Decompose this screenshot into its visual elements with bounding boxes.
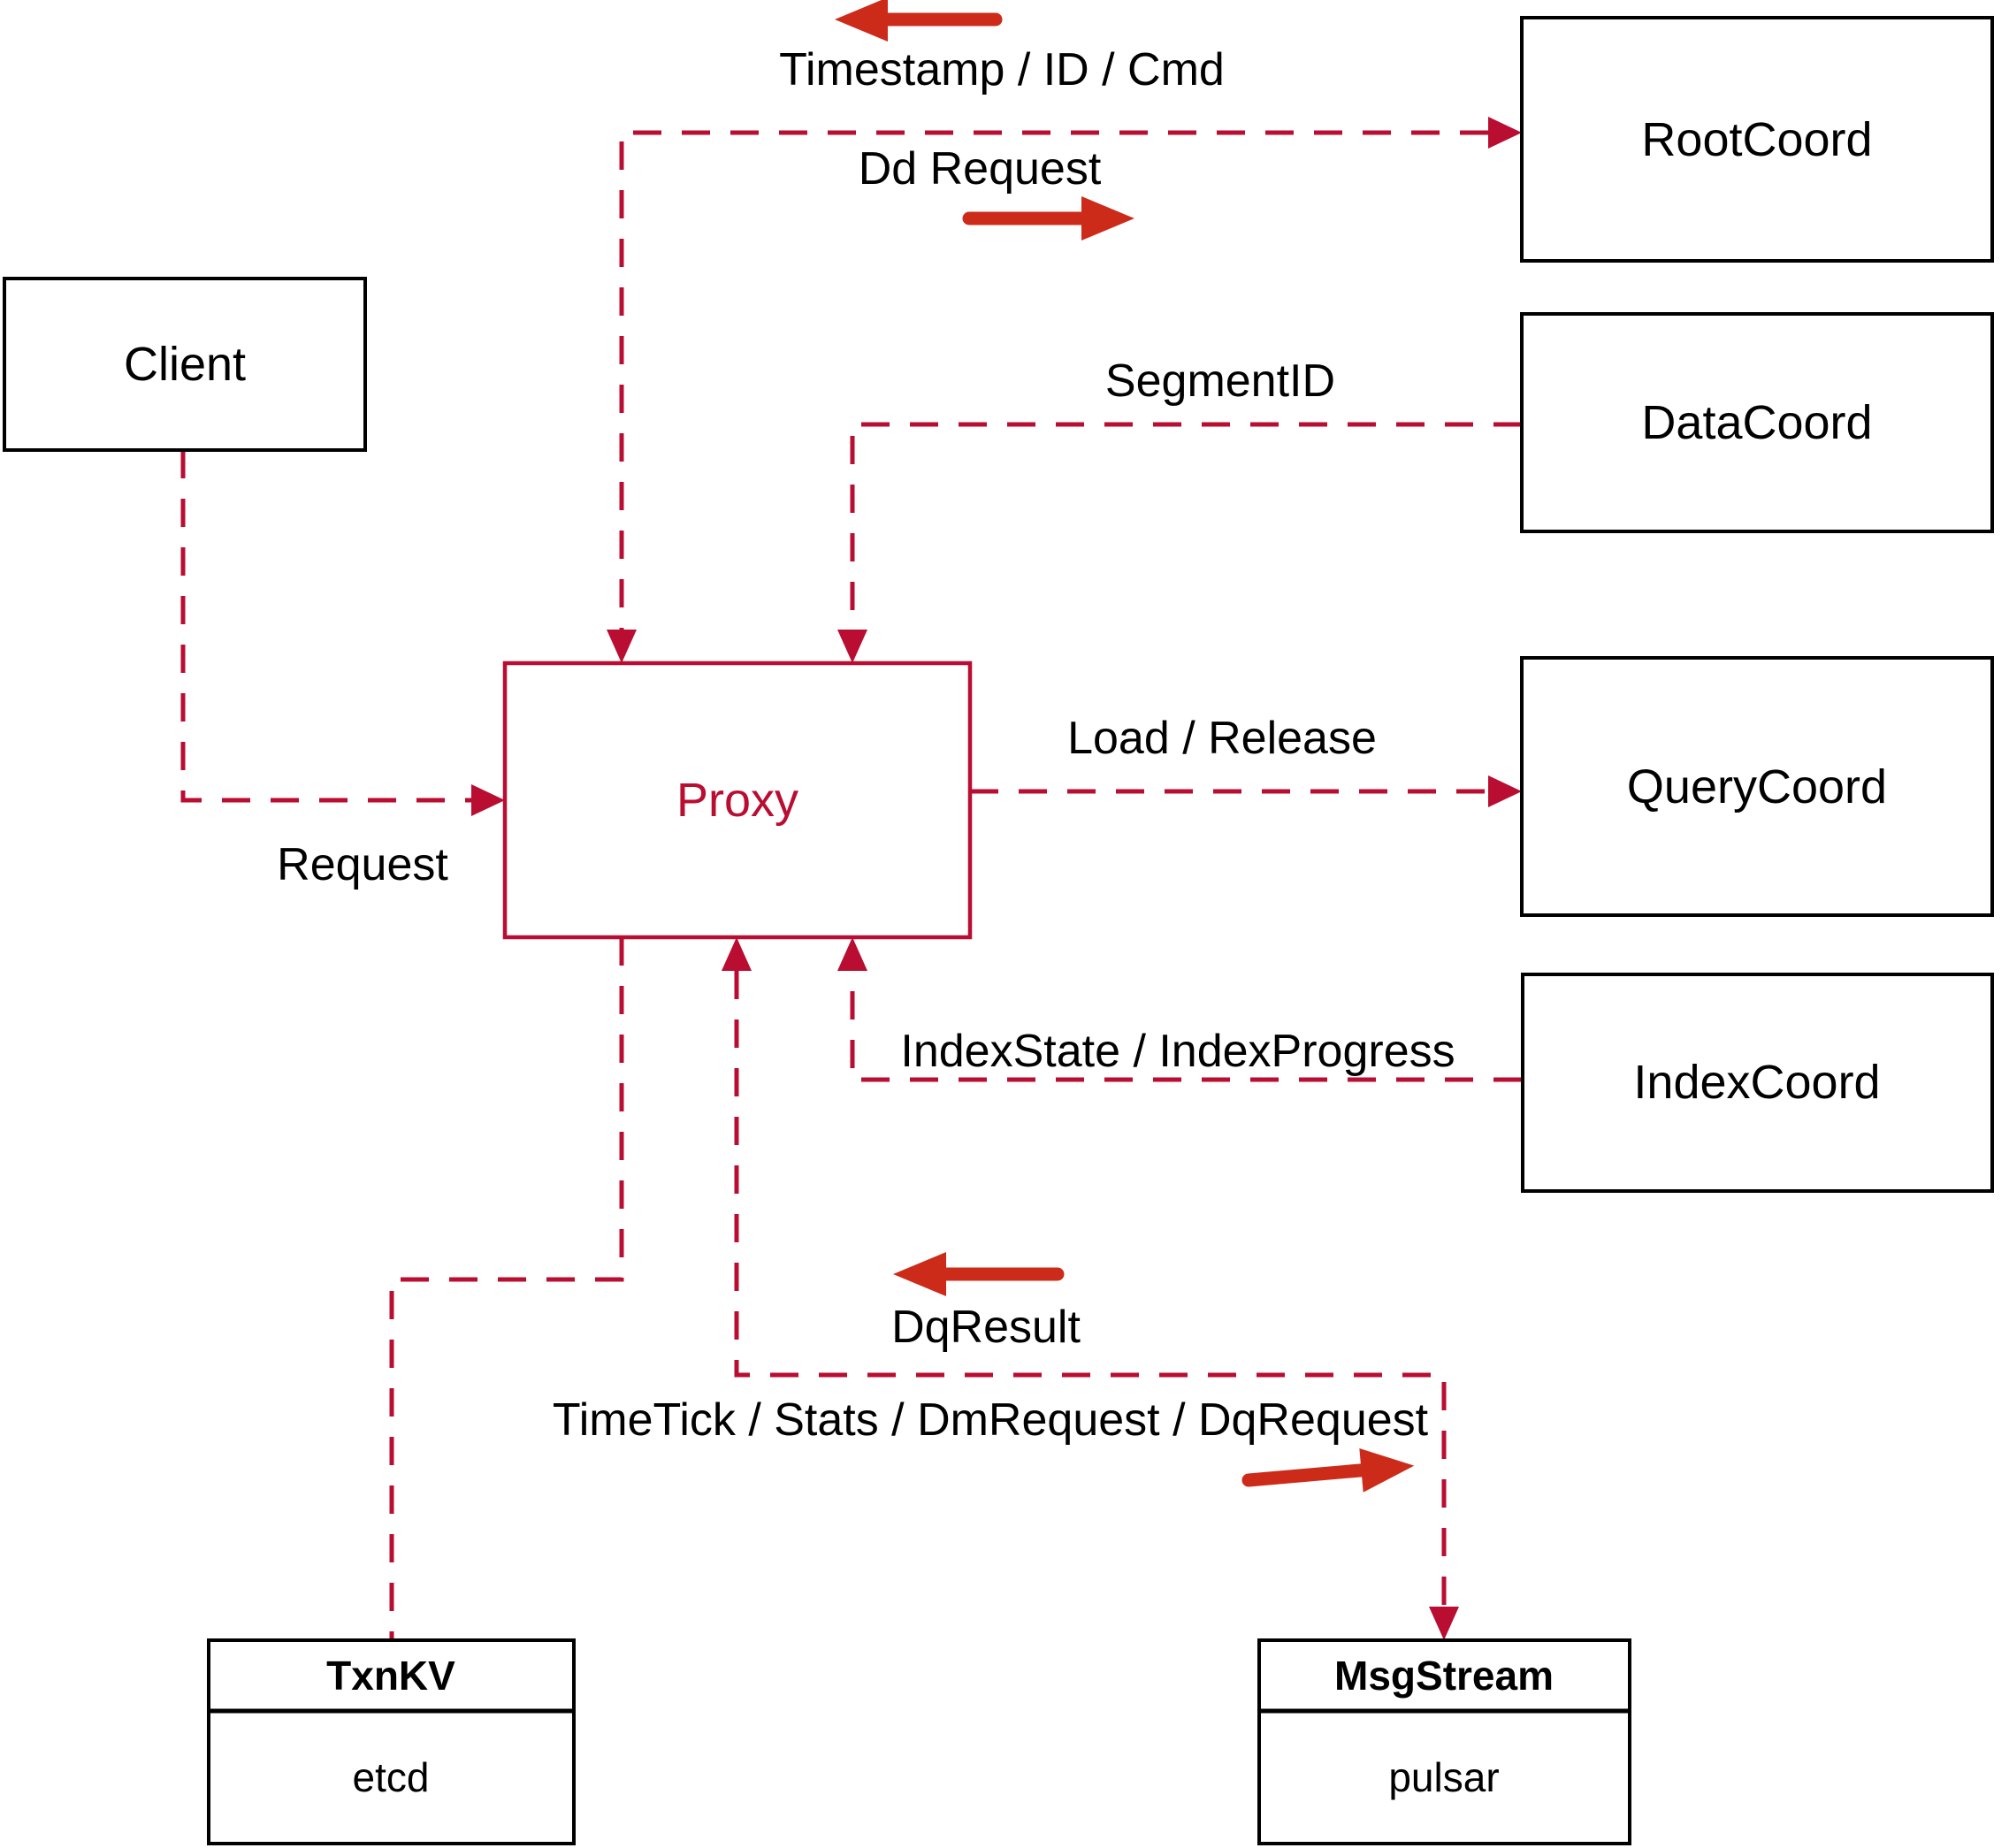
txnkv-node [207, 1638, 576, 1845]
arrowhead-into-proxy-left-icon [471, 784, 505, 816]
arrowhead-into-querycoord-icon [1488, 775, 1522, 807]
msgstream-title: MsgStream [1334, 1653, 1554, 1699]
indexstate-indexprogress-label: IndexState / IndexProgress [900, 1026, 1455, 1077]
arrowhead-into-rootcoord-icon [1488, 117, 1522, 149]
arrowhead-into-proxy-bottom-right-icon [837, 937, 867, 971]
segmentid-label: SegmentID [1105, 355, 1335, 407]
datacoord-label: DataCoord [1641, 396, 1872, 449]
datacoord-node [1520, 312, 1994, 533]
querycoord-node [1520, 656, 1994, 917]
dqrequest-direction-right-arrow-icon [1241, 1447, 1415, 1493]
request-label: Request [277, 839, 448, 890]
rootcoord-label: RootCoord [1641, 113, 1872, 166]
timestamp-direction-left-arrow-icon [835, 0, 1003, 42]
proxy-label: Proxy [676, 774, 798, 827]
txnkv-title: TxnKV [326, 1653, 455, 1699]
indexcoord-node [1521, 973, 1994, 1193]
load-release-label: Load / Release [1067, 713, 1377, 764]
timetick-stats-label: TimeTick / Stats / DmRequest / DqRequest [553, 1394, 1429, 1446]
proxy-node [502, 661, 973, 940]
dd-request-direction-right-arrow-icon [962, 196, 1134, 241]
arrowhead-into-proxy-top-right-icon [837, 630, 867, 663]
dqresult-label: DqResult [891, 1302, 1081, 1353]
timestamp-id-cmd-label: Timestamp / ID / Cmd [779, 44, 1225, 95]
client-node [3, 277, 367, 452]
dqresult-direction-left-arrow-icon [893, 1252, 1065, 1296]
edge-proxy-msgstream [734, 971, 1447, 1607]
edge-proxy-rootcoord [619, 130, 1488, 630]
querycoord-label: QueryCoord [1627, 760, 1887, 813]
txnkv-subtitle: etcd [353, 1754, 430, 1800]
edge-indexcoord-to-proxy [850, 971, 1522, 1082]
edge-datacoord-to-proxy [850, 422, 1522, 630]
client-label: Client [124, 338, 246, 391]
rootcoord-node [1520, 16, 1994, 263]
arrowhead-into-proxy-top-left-icon [607, 630, 637, 663]
msgstream-node [1257, 1638, 1631, 1845]
indexcoord-label: IndexCoord [1633, 1056, 1880, 1109]
arrowhead-into-proxy-bottom-left-icon [722, 937, 752, 971]
edge-client-to-proxy [180, 450, 471, 803]
dd-request-label: Dd Request [859, 143, 1102, 195]
msgstream-subtitle: pulsar [1388, 1754, 1499, 1800]
arrowhead-into-msgstream-icon [1429, 1607, 1459, 1640]
edge-proxy-to-txnkv [389, 937, 624, 1640]
